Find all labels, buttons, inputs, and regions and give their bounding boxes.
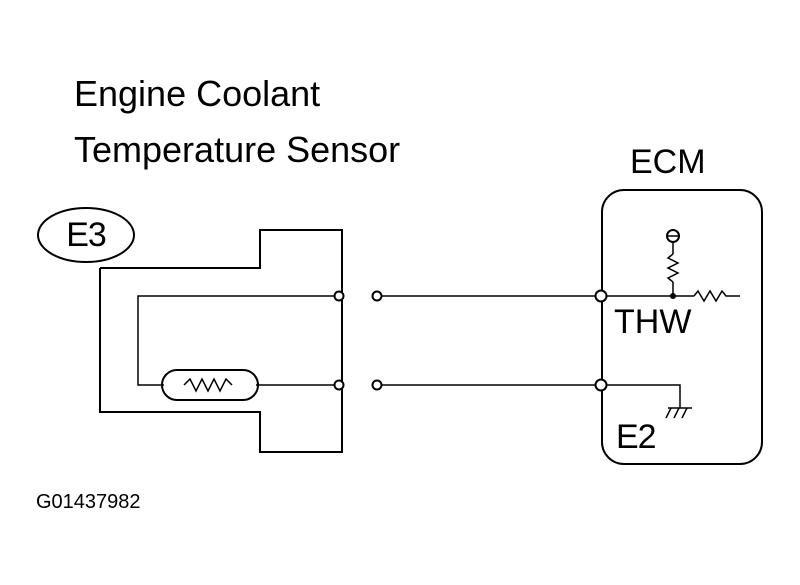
sensor-terminal-1	[333, 290, 345, 302]
thw-terminal-label: THW	[614, 303, 692, 341]
sensor-body	[99, 229, 343, 453]
figure-code: G01437982	[36, 491, 141, 513]
ecm-e2-terminal	[594, 378, 608, 392]
ecm-input-resistor-icon	[693, 289, 740, 303]
harness-terminal-1	[371, 290, 383, 302]
thermistor-icon	[183, 377, 233, 393]
sensor-terminal-2	[333, 379, 345, 391]
ecm-thw-terminal	[594, 289, 608, 303]
sensor-title-line-2: Temperature Sensor	[74, 129, 401, 170]
harness-terminal-2	[371, 379, 383, 391]
ecm-label: ECM	[630, 143, 706, 181]
sensor-title-line-1: Engine Coolant	[74, 73, 321, 114]
e2-terminal-label: E2	[616, 418, 657, 456]
connector-oval	[37, 207, 135, 263]
ecm-e2-internal-line	[606, 384, 681, 408]
sensor-inner-wire	[137, 295, 337, 386]
ground-icon	[665, 407, 692, 419]
junction-dot	[670, 293, 676, 299]
pullup-resistor-icon	[666, 253, 680, 283]
connector-label: E3	[66, 216, 107, 254]
ecm-box	[601, 189, 763, 465]
thermistor-capsule	[161, 369, 259, 401]
